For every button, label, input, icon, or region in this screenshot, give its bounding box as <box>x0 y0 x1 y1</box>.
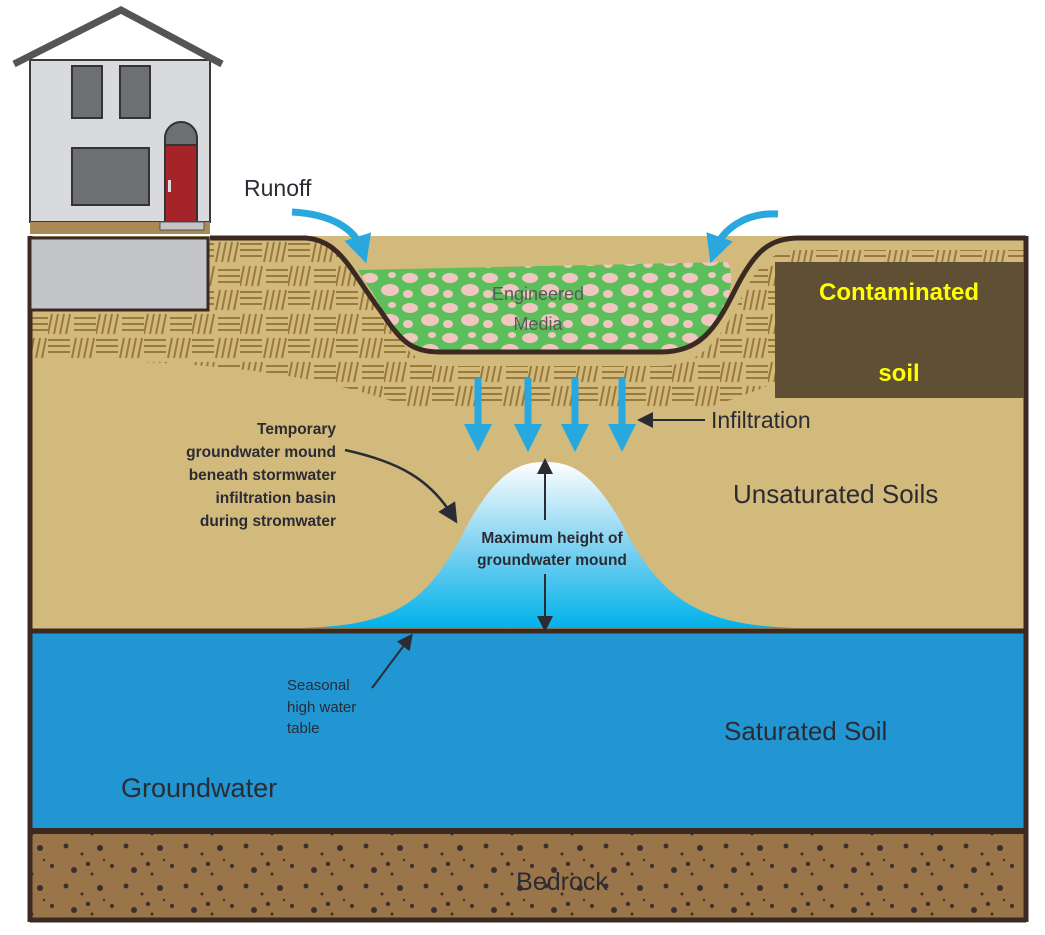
bedrock-label: Bedrock <box>516 868 608 896</box>
svg-text:Seasonal: Seasonal <box>287 677 350 694</box>
svg-text:during stromwater: during stromwater <box>200 513 336 530</box>
temporary-mound-label: Temporary groundwater mound beneath stor… <box>186 421 336 530</box>
runoff-label: Runoff <box>244 175 312 201</box>
runoff-arrow-left <box>291 208 372 264</box>
unsaturated-soils-label: Unsaturated Soils <box>733 479 938 509</box>
infiltration-arrows <box>464 378 636 452</box>
bedrock-layer <box>30 834 1026 920</box>
max-height-label-2: groundwater mound <box>477 552 627 569</box>
saturated-soil-layer <box>30 633 1026 829</box>
svg-text:beneath stormwater: beneath stormwater <box>189 467 336 484</box>
seasonal-table-label: Seasonal high water table <box>287 677 356 737</box>
svg-text:Temporary: Temporary <box>257 421 336 438</box>
groundwater-label: Groundwater <box>121 773 277 803</box>
runoff-arrow-right <box>706 210 779 264</box>
saturated-soil-label: Saturated Soil <box>724 716 887 746</box>
window <box>119 65 151 119</box>
contaminated-soil-box <box>775 262 1024 398</box>
contaminated-label-1: Contaminated <box>819 279 979 306</box>
engineered-media <box>358 262 732 352</box>
svg-text:groundwater mound: groundwater mound <box>186 444 336 461</box>
contaminated-label-2: soil <box>878 360 919 387</box>
groundwater-mound <box>300 462 800 628</box>
ground-surface <box>210 235 1026 355</box>
house-foundation <box>28 236 210 312</box>
window <box>71 65 103 119</box>
svg-text:table: table <box>287 720 320 737</box>
svg-text:high water: high water <box>287 699 356 716</box>
engineered-media-label-2: Media <box>513 314 563 334</box>
house <box>12 6 224 312</box>
window <box>71 147 150 206</box>
engineered-media-label-1: Engineered <box>492 284 584 304</box>
svg-text:infiltration basin: infiltration basin <box>215 490 336 507</box>
max-height-label-1: Maximum height of <box>481 530 623 547</box>
roof <box>12 6 224 68</box>
infiltration-label: Infiltration <box>711 407 811 433</box>
